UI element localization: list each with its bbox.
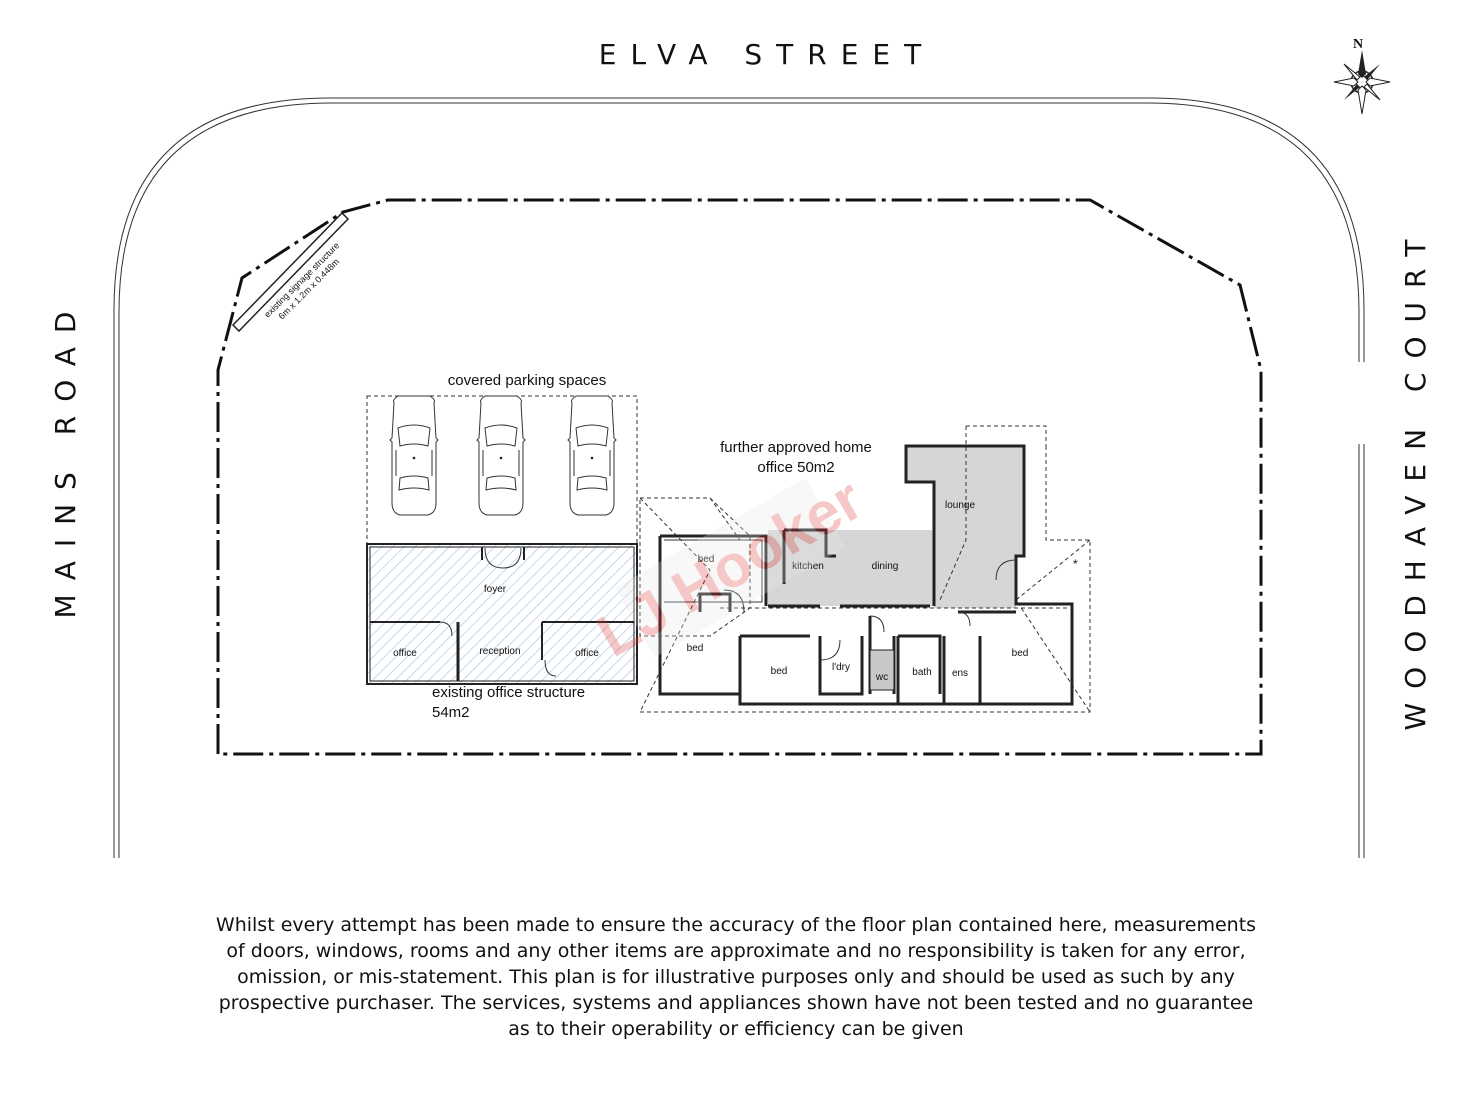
room-ens: ens	[952, 668, 968, 679]
room-foyer: foyer	[484, 584, 507, 595]
car-icon	[389, 395, 439, 516]
residence-floor-plan: lounge kitchen dining bed bed bed l'dry …	[639, 425, 1091, 713]
parking-label: covered parking spaces	[448, 372, 606, 389]
road-kerb	[113, 97, 1365, 858]
room-bed-sw: bed	[687, 643, 704, 654]
car-icon	[476, 395, 526, 516]
street-label-north: ELVA STREET	[599, 38, 935, 71]
street-label-west: MAINS ROAD	[49, 298, 82, 619]
street-label-east: WOODHAVEN COURT	[1399, 225, 1432, 730]
room-laundry: l'dry	[832, 662, 850, 673]
car-icon	[567, 395, 617, 516]
site-plan: ELVA STREET MAINS ROAD WOODHAVEN COURT N…	[49, 37, 1432, 858]
asterisk-mark: *	[1073, 557, 1078, 571]
room-bed-nw: bed	[698, 554, 715, 565]
covered-parking-area: covered parking spaces	[366, 372, 638, 545]
room-reception: reception	[479, 646, 520, 657]
disclaimer-text: Whilst every attempt has been made to en…	[150, 912, 1322, 1042]
home-office-label-1: further approved home	[720, 439, 872, 456]
room-kitchen: kitchen	[792, 561, 824, 572]
home-office-label-2: office 50m2	[757, 459, 834, 476]
disclaimer-line: Whilst every attempt has been made to en…	[215, 914, 1257, 936]
office-structure-label: existing office structure	[432, 684, 585, 701]
room-lounge: lounge	[945, 500, 975, 511]
office-structure-area: 54m2	[432, 704, 470, 721]
signage-label: existing signage structure	[262, 240, 341, 319]
room-office-left: office	[393, 648, 417, 659]
disclaimer-line: as to their operability or efficiency ca…	[508, 1018, 964, 1040]
room-wc: wc	[875, 672, 888, 683]
room-bed-east: bed	[1012, 648, 1029, 659]
room-bath: bath	[912, 667, 931, 678]
disclaimer-line: omission, or mis-statement. This plan is…	[237, 966, 1235, 988]
room-dining: dining	[872, 561, 899, 572]
room-bed-mid: bed	[771, 666, 788, 677]
room-office-right: office	[575, 648, 599, 659]
compass-icon: N	[1333, 37, 1391, 115]
property-boundary	[216, 198, 1263, 756]
disclaimer-line: of doors, windows, rooms and any other i…	[226, 940, 1246, 962]
disclaimer-line: prospective purchaser. The services, sys…	[218, 992, 1254, 1014]
existing-office-structure: foyer office reception office existing o…	[366, 543, 638, 721]
compass-north-label: N	[1353, 37, 1363, 52]
